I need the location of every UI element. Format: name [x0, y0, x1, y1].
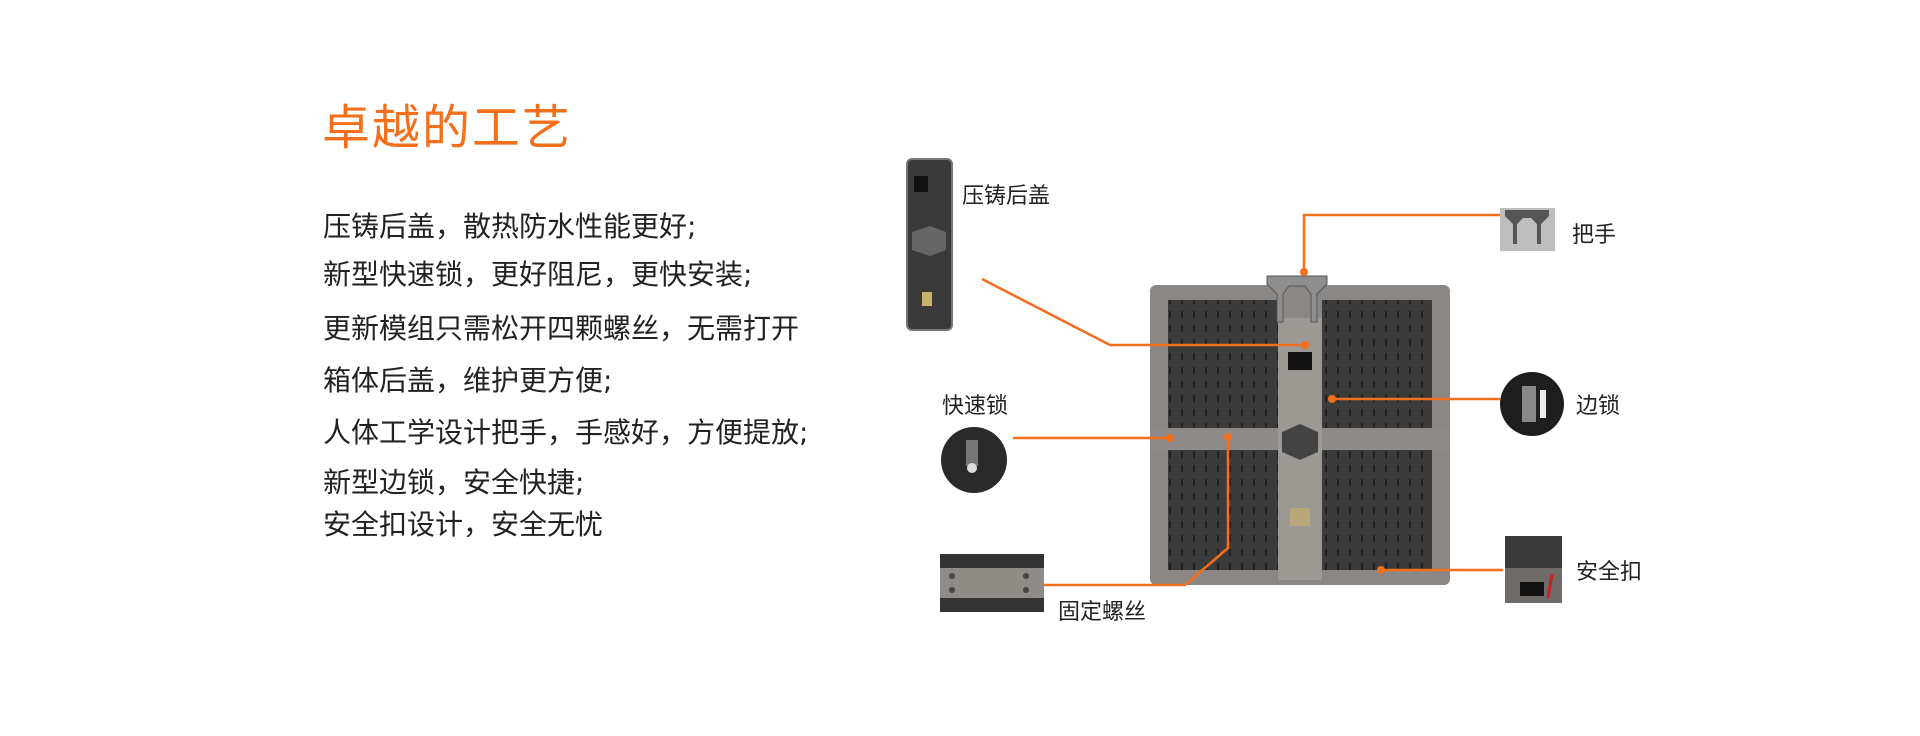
- callout-lines: [981, 213, 1503, 587]
- screws-detail-image: [940, 554, 1044, 612]
- side-lock-detail-image: [1500, 372, 1564, 436]
- cabinet-image: [1150, 275, 1450, 585]
- label-side-lock: 边锁: [1576, 394, 1621, 419]
- section-title: 卓越的工艺: [322, 100, 573, 156]
- feature-line: 新型快速锁，更好阻尼，更快安装;: [323, 258, 753, 291]
- label-quick-lock: 快速锁: [942, 394, 1009, 419]
- label-screws: 固定螺丝: [1058, 600, 1147, 625]
- feature-line: 安全扣设计，安全无忧: [323, 508, 604, 541]
- feature-line: 新型边锁，安全快捷;: [323, 466, 585, 499]
- side-cover-image: [906, 158, 953, 331]
- handle-detail-image: [1500, 208, 1555, 251]
- safety-clip-detail-image: [1505, 536, 1562, 603]
- feature-line: 压铸后盖，散热防水性能更好;: [323, 210, 697, 243]
- label-safety-clip: 安全扣: [1576, 560, 1643, 585]
- feature-line: 箱体后盖，维护更方便;: [323, 364, 613, 397]
- feature-line: 人体工学设计把手，手感好，方便提放;: [323, 416, 809, 449]
- label-handle: 把手: [1572, 223, 1617, 248]
- label-cover: 压铸后盖: [962, 184, 1051, 209]
- feature-line: 更新模组只需松开四颗螺丝，无需打开: [323, 312, 800, 345]
- callout-dots: [1166, 268, 1385, 574]
- quick-lock-detail-image: [941, 427, 1007, 493]
